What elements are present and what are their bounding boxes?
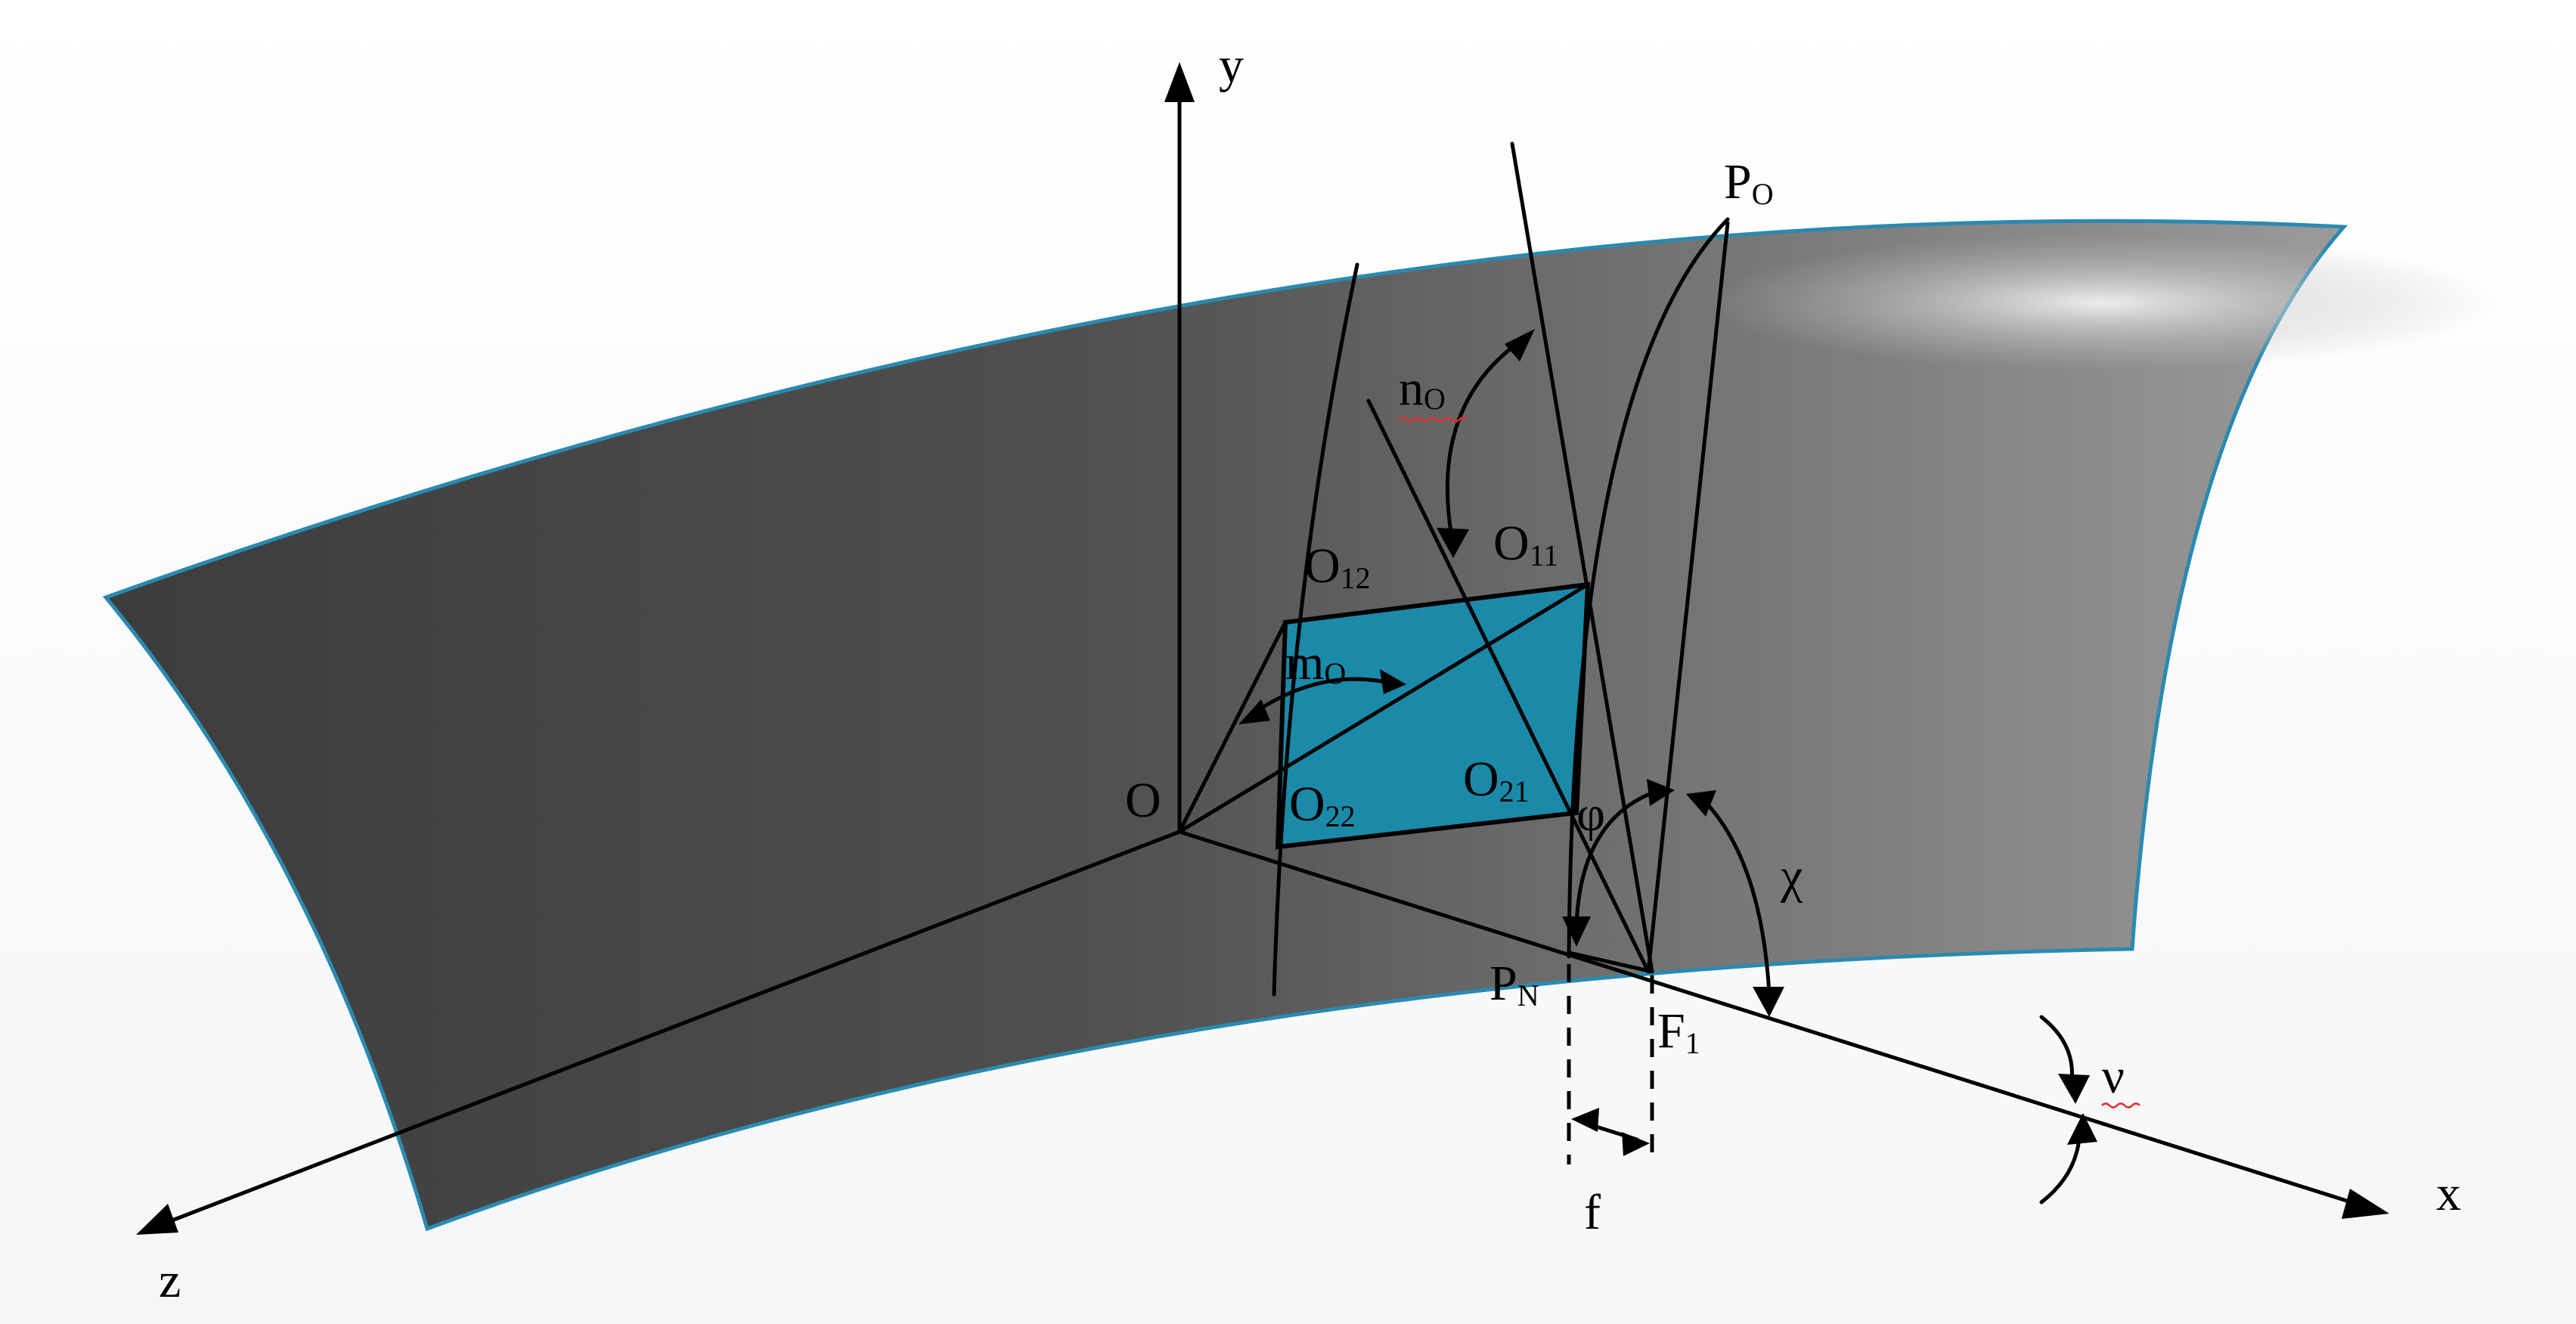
line-O-O12 bbox=[1177, 620, 1288, 834]
label-phi: φ bbox=[1576, 786, 1605, 842]
surface-section-curve-left bbox=[1272, 262, 1359, 997]
arrowhead-chi-top bbox=[1686, 790, 1716, 817]
spellcheck-underline-no bbox=[1398, 417, 1468, 423]
label-no: nO bbox=[1399, 361, 1446, 416]
label-x: x bbox=[2436, 1166, 2461, 1221]
y-axis-arrowhead bbox=[1164, 62, 1195, 102]
label-PN: PN bbox=[1489, 956, 1539, 1012]
angle-arc-nu-top bbox=[2039, 1015, 2074, 1084]
feed-dimension-line bbox=[1582, 1121, 1639, 1142]
arrowhead-chi-bottom bbox=[1753, 987, 1784, 1017]
label-origin: O bbox=[1125, 773, 1161, 828]
arrowhead-mo-right bbox=[1380, 669, 1406, 694]
label-mo: mO bbox=[1285, 635, 1346, 690]
spellcheck-underline-nu bbox=[2101, 1102, 2140, 1109]
label-z: z bbox=[159, 1253, 181, 1308]
label-O11: O11 bbox=[1493, 516, 1558, 572]
label-chi: χ bbox=[1780, 848, 1803, 904]
surface-section-curve-right bbox=[1567, 217, 1730, 959]
arrowhead-phi-top bbox=[1647, 779, 1675, 806]
axes bbox=[136, 62, 2389, 1235]
arrowhead-nu-bottom bbox=[2067, 1113, 2097, 1145]
workpiece-surface bbox=[102, 219, 2348, 1232]
label-O12: O12 bbox=[1304, 538, 1371, 595]
x-axis-arrowhead bbox=[2342, 1189, 2389, 1219]
angle-arc-mo bbox=[1249, 677, 1397, 717]
z-axis-arrowhead bbox=[136, 1204, 178, 1235]
label-O22: O22 bbox=[1289, 777, 1356, 833]
arrowhead-phi-bottom bbox=[1562, 916, 1591, 947]
face-diagonal bbox=[1177, 582, 1590, 834]
label-nu: ν bbox=[2102, 1049, 2125, 1104]
line-PN-F1 bbox=[1567, 950, 1654, 974]
label-f: f bbox=[1584, 1185, 1601, 1240]
normal-line bbox=[1366, 398, 1651, 974]
label-y: y bbox=[1219, 38, 1244, 93]
label-O21: O21 bbox=[1463, 752, 1530, 808]
label-F1: F1 bbox=[1657, 1003, 1700, 1060]
arrowhead-no-top bbox=[1505, 329, 1535, 361]
z-axis bbox=[168, 829, 1182, 1223]
x-axis bbox=[1177, 829, 2354, 1205]
arrowhead-no-bottom bbox=[1437, 528, 1469, 558]
angle-arc-chi bbox=[1703, 799, 1772, 997]
labels: y x z O PO PN F1 nO mO O11 O12 O21 O22 φ… bbox=[159, 38, 2461, 1308]
angle-arc-phi bbox=[1574, 788, 1662, 929]
label-PO: PO bbox=[1724, 154, 1774, 211]
arrowhead-mo-left bbox=[1238, 699, 1270, 724]
cutting-edge-line bbox=[1510, 141, 1654, 974]
line-PO-F1 bbox=[1646, 221, 1730, 974]
surface-highlight bbox=[1709, 234, 2495, 371]
angle-arc-nu-bottom bbox=[2039, 1136, 2082, 1205]
arrowhead-nu-top bbox=[2058, 1074, 2090, 1104]
